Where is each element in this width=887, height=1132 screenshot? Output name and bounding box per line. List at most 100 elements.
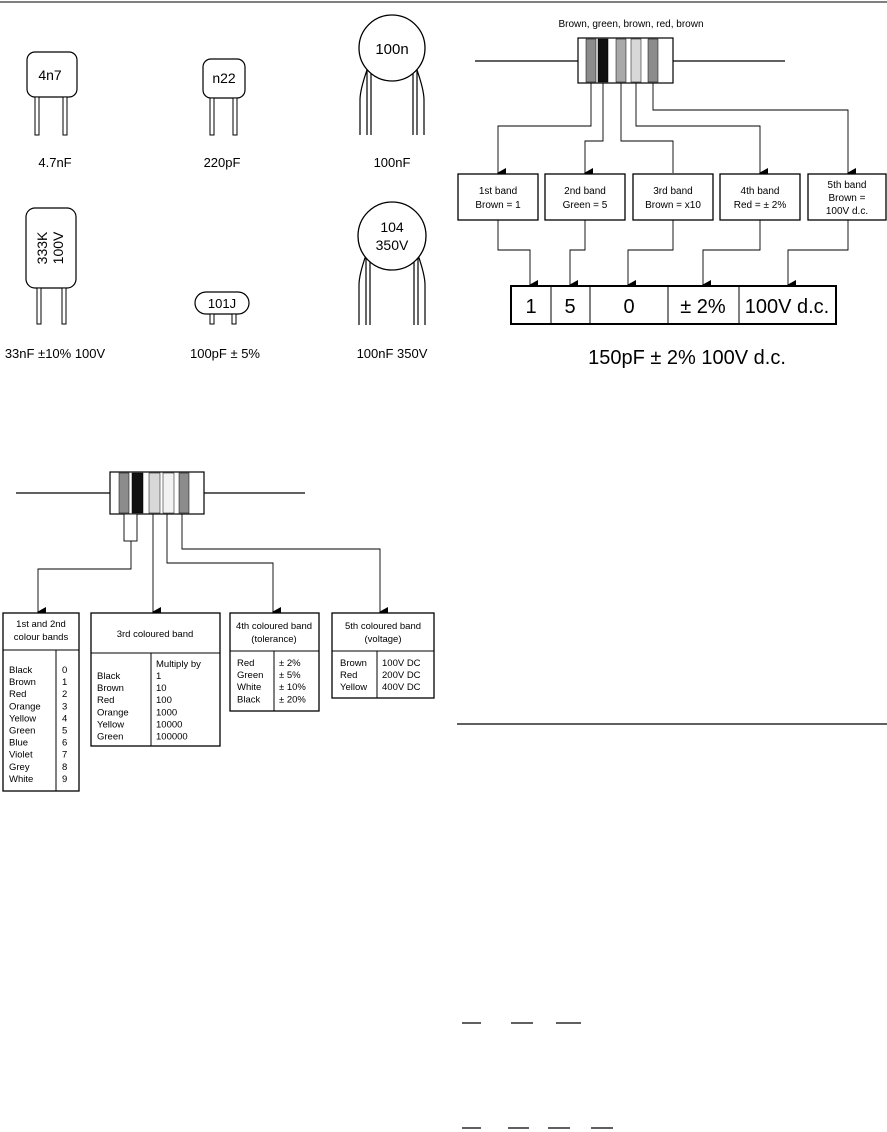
band-box-value: Brown = 1	[475, 200, 521, 211]
colour-code-example: Brown, green, brown, red, brown 1st band…	[457, 19, 887, 369]
key-row-value: 3	[62, 701, 67, 712]
key-row-value: 400V DC	[382, 682, 421, 693]
key-row-value: 7	[62, 750, 67, 761]
fraction-bars	[462, 1022, 613, 1129]
key-row-label: White	[9, 774, 33, 785]
example-header: Brown, green, brown, red, brown	[558, 19, 703, 30]
band-3	[615, 38, 627, 83]
key-row-label: Green	[97, 732, 123, 743]
band-box-value-line-1: Brown =	[829, 193, 866, 204]
key-row-label: Brown	[97, 683, 124, 694]
key-row-label: Red	[97, 695, 114, 706]
result-text: 150pF ± 2% 100V d.c.	[588, 347, 786, 369]
key-row-value: ± 10%	[279, 682, 306, 693]
band-box-5: 5th band Brown = 100V d.c.	[807, 173, 887, 221]
key-row-value: 100	[156, 695, 172, 706]
result-cell: 5	[564, 296, 575, 318]
band-box-1: 1st band Brown = 1	[457, 173, 539, 221]
band-box-2: 2nd band Green = 5	[544, 173, 626, 221]
band-2	[131, 472, 144, 514]
key-row-value: 200V DC	[382, 670, 421, 681]
band-4	[162, 472, 175, 514]
capacitor-101j: 101J 100pF ± 5%	[190, 291, 260, 361]
key-row-value: 2	[62, 689, 67, 700]
capacitor-value: 33nF ±10% 100V	[5, 346, 106, 361]
capacitor-value: 100pF ± 5%	[190, 346, 260, 361]
key-row-value: 8	[62, 762, 67, 773]
result-cell: ± 2%	[680, 296, 726, 318]
band-5	[178, 472, 190, 514]
key-row-label: Blue	[9, 738, 28, 749]
key-row-label: Orange	[97, 707, 129, 718]
key-row-label: Black	[9, 665, 32, 676]
band-box-title: 1st band	[479, 186, 517, 197]
key-row-value: 9	[62, 774, 67, 785]
capacitor-marking-line-2: 350V	[376, 237, 409, 253]
band-4	[630, 38, 642, 83]
capacitor-marking: n22	[212, 70, 236, 86]
result-table: 1 5 0 ± 2% 100V d.c.	[510, 285, 837, 325]
capacitor-marking: 4n7	[38, 67, 62, 83]
key-box-column-header: Multiply by	[156, 659, 201, 670]
capacitor-gallery: 4n7 4.7nF n22 220pF 100n 100nF 333K	[5, 14, 428, 361]
key-row-value: 5	[62, 726, 67, 737]
key-row-value: 10000	[156, 719, 182, 730]
band-box-3: 3rd band Brown = x10	[632, 173, 714, 221]
capacitor-value: 4.7nF	[38, 155, 71, 170]
key-row-label: Green	[9, 726, 35, 737]
band-box-value: Brown = x10	[645, 200, 701, 211]
key-row-label: Grey	[9, 762, 30, 773]
key-box-multiplier: 3rd coloured band Multiply by Black 1Brow…	[90, 612, 221, 747]
result-cell: 1	[525, 296, 536, 318]
capacitor-marking-line-2: 100V	[50, 231, 66, 264]
key-row-label: Red	[340, 670, 357, 681]
capacitor-marking-line-1: 104	[380, 219, 404, 235]
key-row-value: 1000	[156, 707, 177, 718]
key-box-tolerance: 4th coloured band (tolerance) Red ± 2% Gre…	[229, 612, 320, 712]
key-box-title: 3rd coloured band	[117, 629, 194, 640]
key-row-label: Red	[237, 658, 254, 669]
capacitor-100n: 100n 100nF	[358, 14, 426, 170]
key-row-value: 100000	[156, 732, 188, 743]
capacitor-marking-line-1: 333K	[34, 231, 50, 264]
key-row-value: 6	[62, 738, 67, 749]
band-3	[148, 472, 161, 514]
key-row-label: Green	[237, 670, 263, 681]
key-box-title-line-2: colour bands	[14, 632, 69, 643]
capacitor-n22: n22 220pF	[202, 58, 246, 170]
capacitor-value: 220pF	[204, 155, 241, 170]
band-1	[585, 38, 597, 83]
key-row-label: Yellow	[340, 682, 367, 693]
band-1	[118, 472, 130, 514]
band-box-title: 3rd band	[653, 186, 692, 197]
key-box-title-line-1: 4th coloured band	[236, 621, 312, 632]
result-cell: 0	[623, 296, 634, 318]
key-row-label: Brown	[340, 658, 367, 669]
band-box-4: 4th band Red = ± 2%	[719, 173, 801, 221]
key-row-label: Orange	[9, 701, 41, 712]
key-row-value: 10	[156, 683, 167, 694]
key-box-title-line-2: (tolerance)	[251, 634, 296, 645]
key-row-value: 1	[62, 677, 67, 688]
result-cell: 100V d.c.	[745, 296, 830, 318]
key-row-value: 0	[62, 665, 67, 676]
capacitor-333k: 333K 100V 33nF ±10% 100V	[5, 207, 106, 361]
key-row-value: 1	[156, 671, 161, 682]
key-row-value: ± 2%	[279, 658, 301, 669]
capacitor-value: 100nF 350V	[357, 346, 428, 361]
key-box-title-line-1: 1st and 2nd	[16, 619, 66, 630]
band-box-value: Red = ± 2%	[734, 200, 787, 211]
band-box-value: Green = 5	[563, 200, 608, 211]
capacitor-marking: 101J	[208, 296, 236, 311]
key-row-label: Black	[97, 671, 120, 682]
key-box-title-line-2: (voltage)	[365, 634, 402, 645]
capacitor-marking: 100n	[375, 41, 408, 58]
band-box-title: 5th band	[828, 180, 867, 191]
key-box-title-line-1: 5th coloured band	[345, 621, 421, 632]
key-row-value: ± 5%	[279, 670, 301, 681]
key-row-value: ± 20%	[279, 694, 306, 705]
